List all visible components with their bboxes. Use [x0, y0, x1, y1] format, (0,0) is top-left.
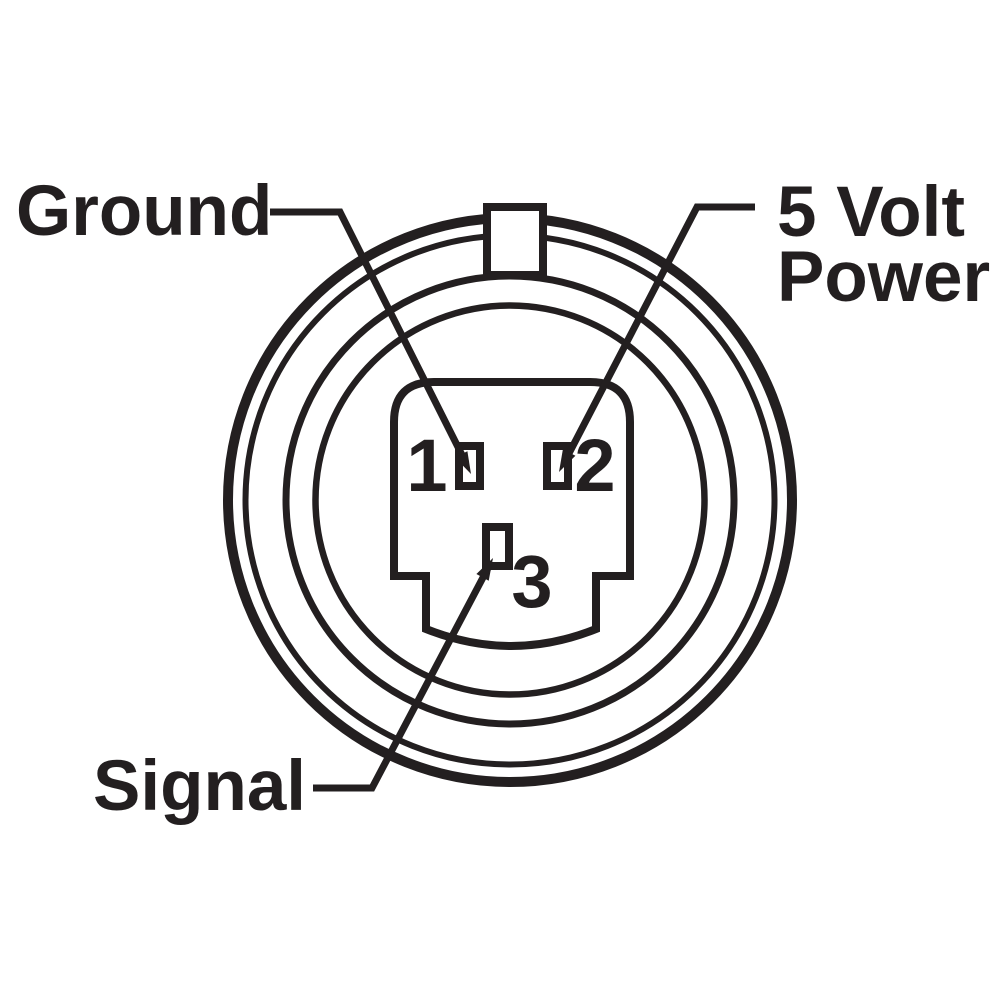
power-leader-line: [560, 203, 755, 465]
pin-2-number: 2: [574, 424, 615, 507]
pin-3-cavity: [482, 523, 513, 570]
inner-rings: [282, 272, 738, 728]
ground-leader-tip: [454, 451, 471, 474]
signal-leader-line: [313, 566, 492, 792]
power-leader-tip: [559, 449, 576, 472]
ground-label: Ground: [16, 172, 272, 251]
signal-label: Signal: [93, 747, 306, 826]
leader-lines: [270, 203, 755, 792]
power-label-line1: 5 Volt: [777, 173, 965, 252]
signal-leader-tip: [476, 558, 493, 581]
power-label-line2: Power: [777, 238, 990, 317]
key-tab: [483, 203, 547, 279]
third-ring: [282, 272, 738, 728]
pin-1-number: 1: [406, 424, 447, 507]
inner-ring: [312, 302, 708, 698]
ground-leader-line: [270, 208, 470, 465]
leader-tips: [454, 449, 576, 581]
pin-3-number: 3: [511, 540, 552, 623]
